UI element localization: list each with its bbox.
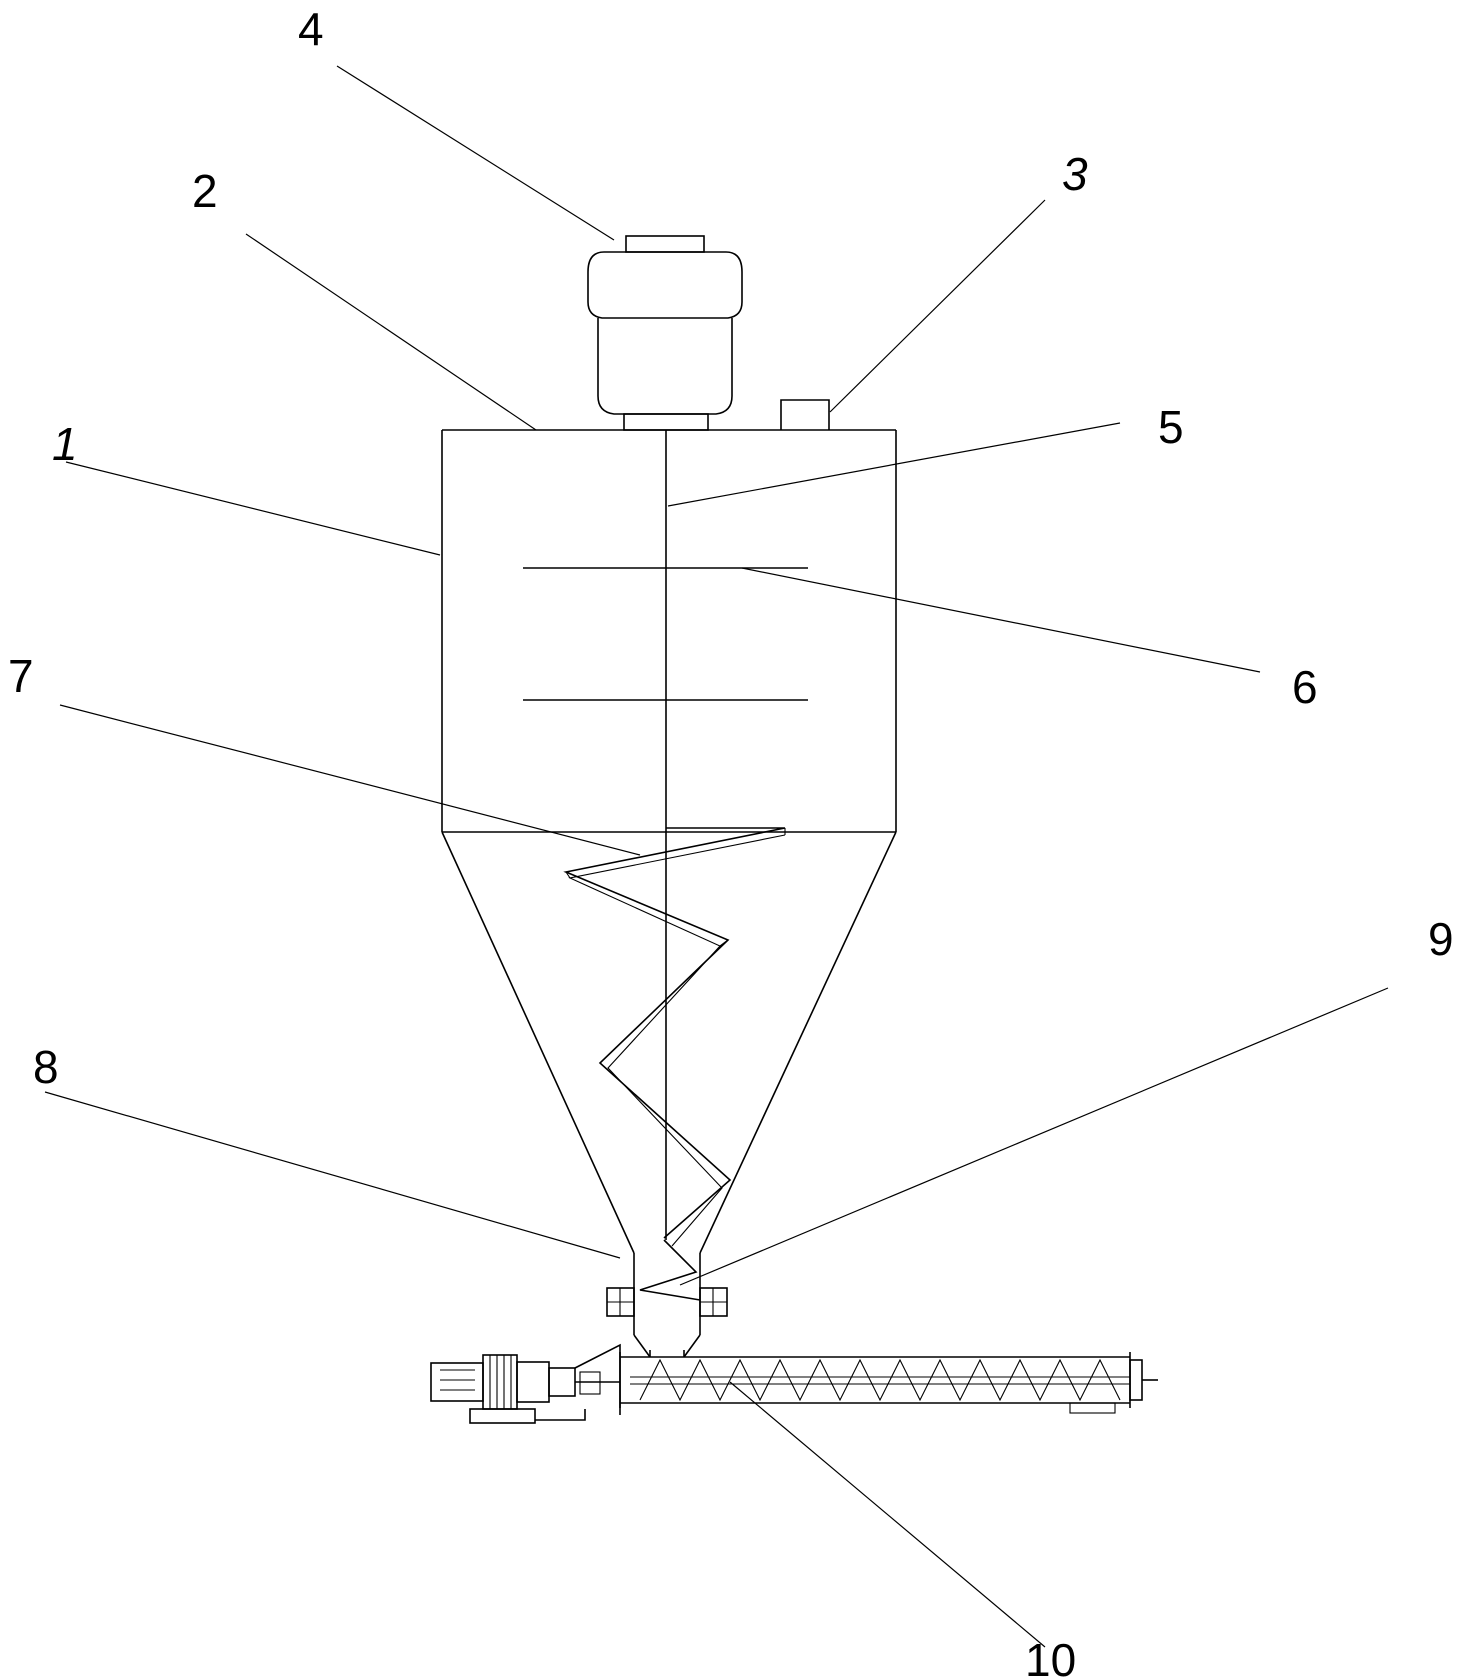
conveyor-drive <box>430 1343 621 1424</box>
top-motor <box>587 235 743 431</box>
label-1: 1 <box>52 418 78 470</box>
valve-flange-right <box>699 1287 728 1317</box>
label-5: 5 <box>1158 401 1184 453</box>
callout-labels: 1 2 3 4 5 6 7 8 9 10 <box>8 3 1454 1679</box>
label-3: 3 <box>1062 148 1088 200</box>
label-7: 7 <box>8 650 34 702</box>
label-4: 4 <box>298 3 324 55</box>
label-10: 10 <box>1025 1634 1076 1679</box>
label-8: 8 <box>33 1041 59 1093</box>
label-6: 6 <box>1292 661 1318 713</box>
spiral-blade <box>563 827 786 1301</box>
leader-lines <box>44 65 1389 1648</box>
label-2: 2 <box>192 165 218 217</box>
hopper-body <box>441 429 897 1358</box>
label-9: 9 <box>1428 913 1454 965</box>
stirring-blades <box>523 567 808 701</box>
valve-flange-left <box>606 1287 635 1317</box>
feed-port <box>780 399 830 430</box>
screw-conveyor <box>619 1350 1158 1414</box>
